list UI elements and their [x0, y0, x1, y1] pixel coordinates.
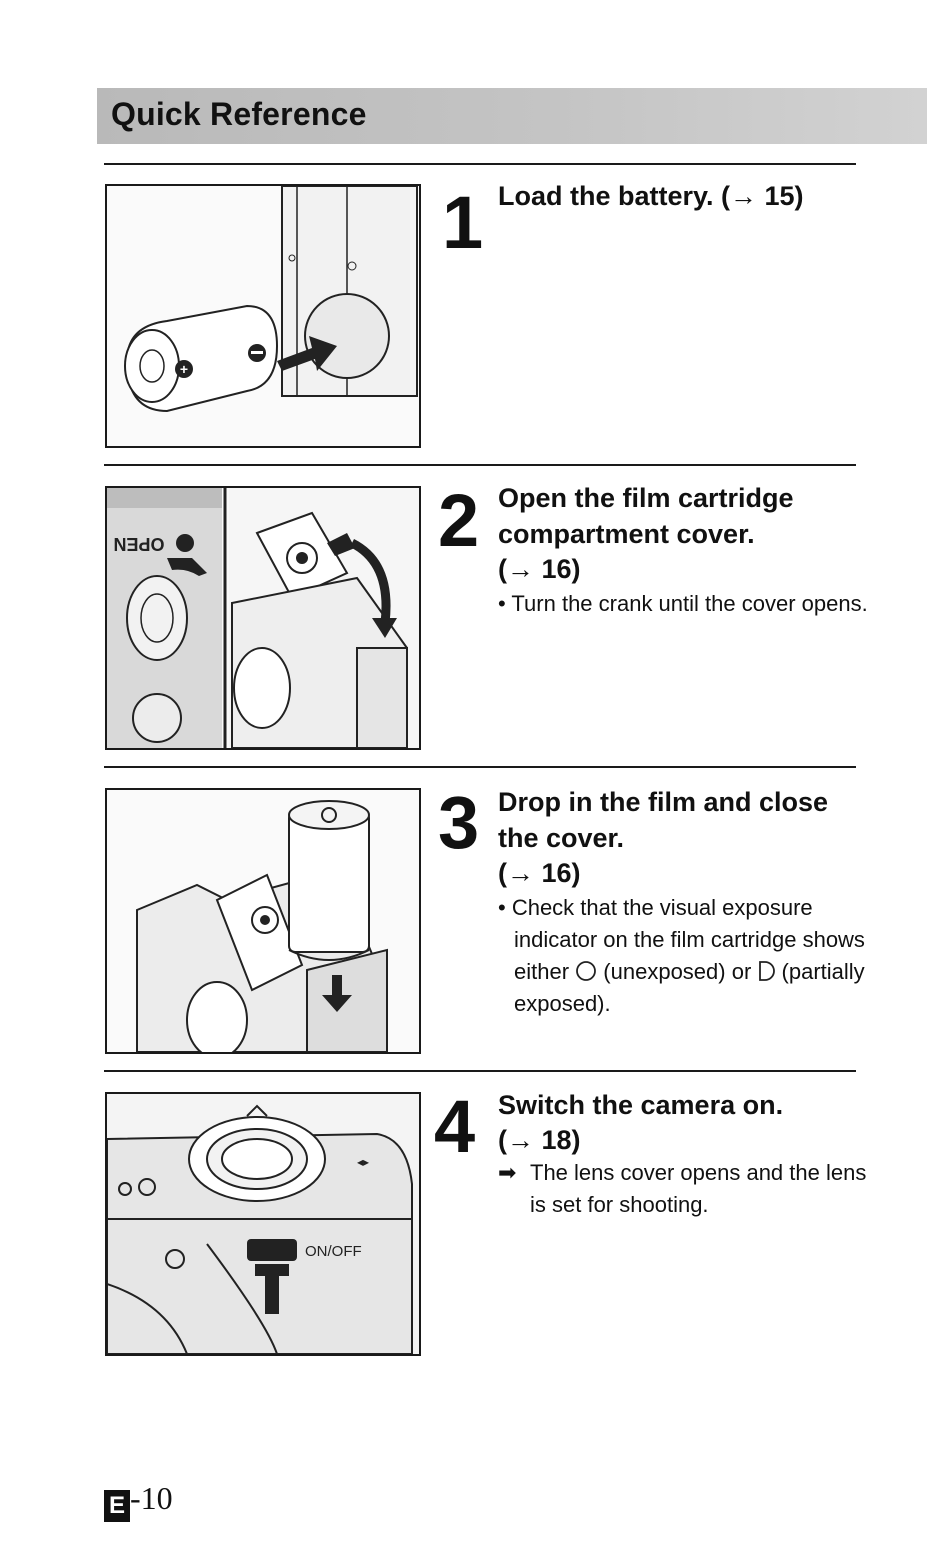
- power-on-illustration: ◂▸ ON/OFF: [105, 1092, 421, 1356]
- step-3-title: Drop in the film and close the cover.: [498, 787, 829, 853]
- step-3-note: • Check that the visual exposure indicat…: [498, 895, 865, 1016]
- open-label: OPEN: [113, 534, 164, 554]
- step-3-page-ref: (→ 16): [498, 858, 581, 888]
- step-4-result: ➡ The lens cover opens and the lens is se…: [498, 1157, 868, 1221]
- step-4-text: Switch the camera on. (→ 18) ➡ The lens c…: [498, 1087, 868, 1221]
- step-3-note-post: (partially exposed).: [514, 959, 865, 1016]
- step-3-note-text: Check that the visual exposure indicator…: [511, 895, 865, 984]
- step-number-2: 2: [438, 479, 480, 562]
- page-number: E-10: [104, 1480, 173, 1522]
- language-badge: E: [104, 1490, 130, 1522]
- drop-film-illustration: [105, 788, 421, 1054]
- divider: [104, 1070, 856, 1072]
- open-cover-illustration: OPEN: [105, 486, 421, 750]
- partially-exposed-half-circle-icon: [759, 961, 776, 981]
- step-number-4: 4: [434, 1085, 476, 1168]
- svg-text:◂▸: ◂▸: [357, 1155, 369, 1169]
- step-4-page-ref: (→ 18): [498, 1125, 581, 1155]
- step-number-3: 3: [438, 781, 480, 864]
- section-header: Quick Reference: [97, 88, 927, 144]
- svg-text:+: +: [180, 361, 188, 377]
- unexposed-circle-icon: [576, 961, 597, 981]
- step-4-result-text: The lens cover opens and the lens is set…: [530, 1160, 867, 1217]
- on-off-label: ON/OFF: [305, 1243, 362, 1260]
- battery-illustration: +: [105, 184, 421, 448]
- step-2-page-ref: (→ 16): [498, 554, 581, 584]
- divider: [104, 766, 856, 768]
- step-2-note-text: Turn the crank until the cover opens.: [511, 591, 868, 616]
- step-number-1: 1: [442, 181, 484, 264]
- divider: [104, 464, 856, 466]
- step-2-note: • Turn the crank until the cover opens.: [498, 591, 868, 616]
- result-arrow-icon: ➡: [498, 1160, 517, 1185]
- step-3-note-mid: (unexposed) or: [603, 959, 752, 984]
- divider: [104, 163, 856, 165]
- step-1-title: Load the battery. (→ 15): [498, 181, 804, 211]
- step-4-title: Switch the camera on.: [498, 1090, 784, 1120]
- page-number-text: -10: [130, 1480, 173, 1516]
- step-3-text: Drop in the film and close the cover. (→…: [498, 784, 868, 1020]
- step-2-text: Open the film cartridge compartment cove…: [498, 480, 868, 620]
- page-title: Quick Reference: [111, 96, 367, 132]
- step-1-text: Load the battery. (→ 15): [498, 178, 868, 214]
- step-2-title: Open the film cartridge compartment cove…: [498, 483, 794, 549]
